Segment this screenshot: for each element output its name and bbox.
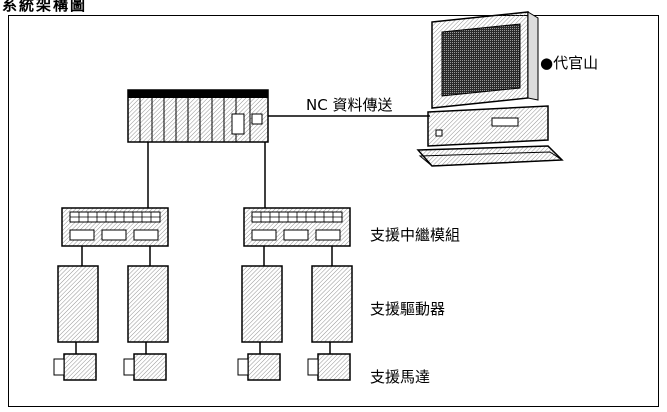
relay-module-label: 支援中繼模組 — [370, 226, 461, 244]
driver-motor-links — [75, 342, 331, 354]
servo-motors — [53, 353, 351, 381]
nc-controller — [127, 89, 269, 143]
nc-data-transfer-label: NC 資料傳送 — [306, 96, 393, 114]
computer — [416, 11, 564, 167]
controller-links — [147, 142, 266, 208]
diagram-frame — [8, 15, 659, 407]
relay-module-right — [243, 207, 351, 247]
computer-label: ●代官山 — [540, 54, 599, 72]
module-driver-links — [81, 246, 333, 266]
relay-module-left — [61, 207, 169, 247]
servo-driver-label: 支援驅動器 — [370, 300, 446, 318]
servo-motor-label: 支援馬達 — [370, 368, 431, 386]
servo-drivers — [57, 265, 353, 343]
figure-caption: 系統架構圖 — [2, 0, 88, 14]
